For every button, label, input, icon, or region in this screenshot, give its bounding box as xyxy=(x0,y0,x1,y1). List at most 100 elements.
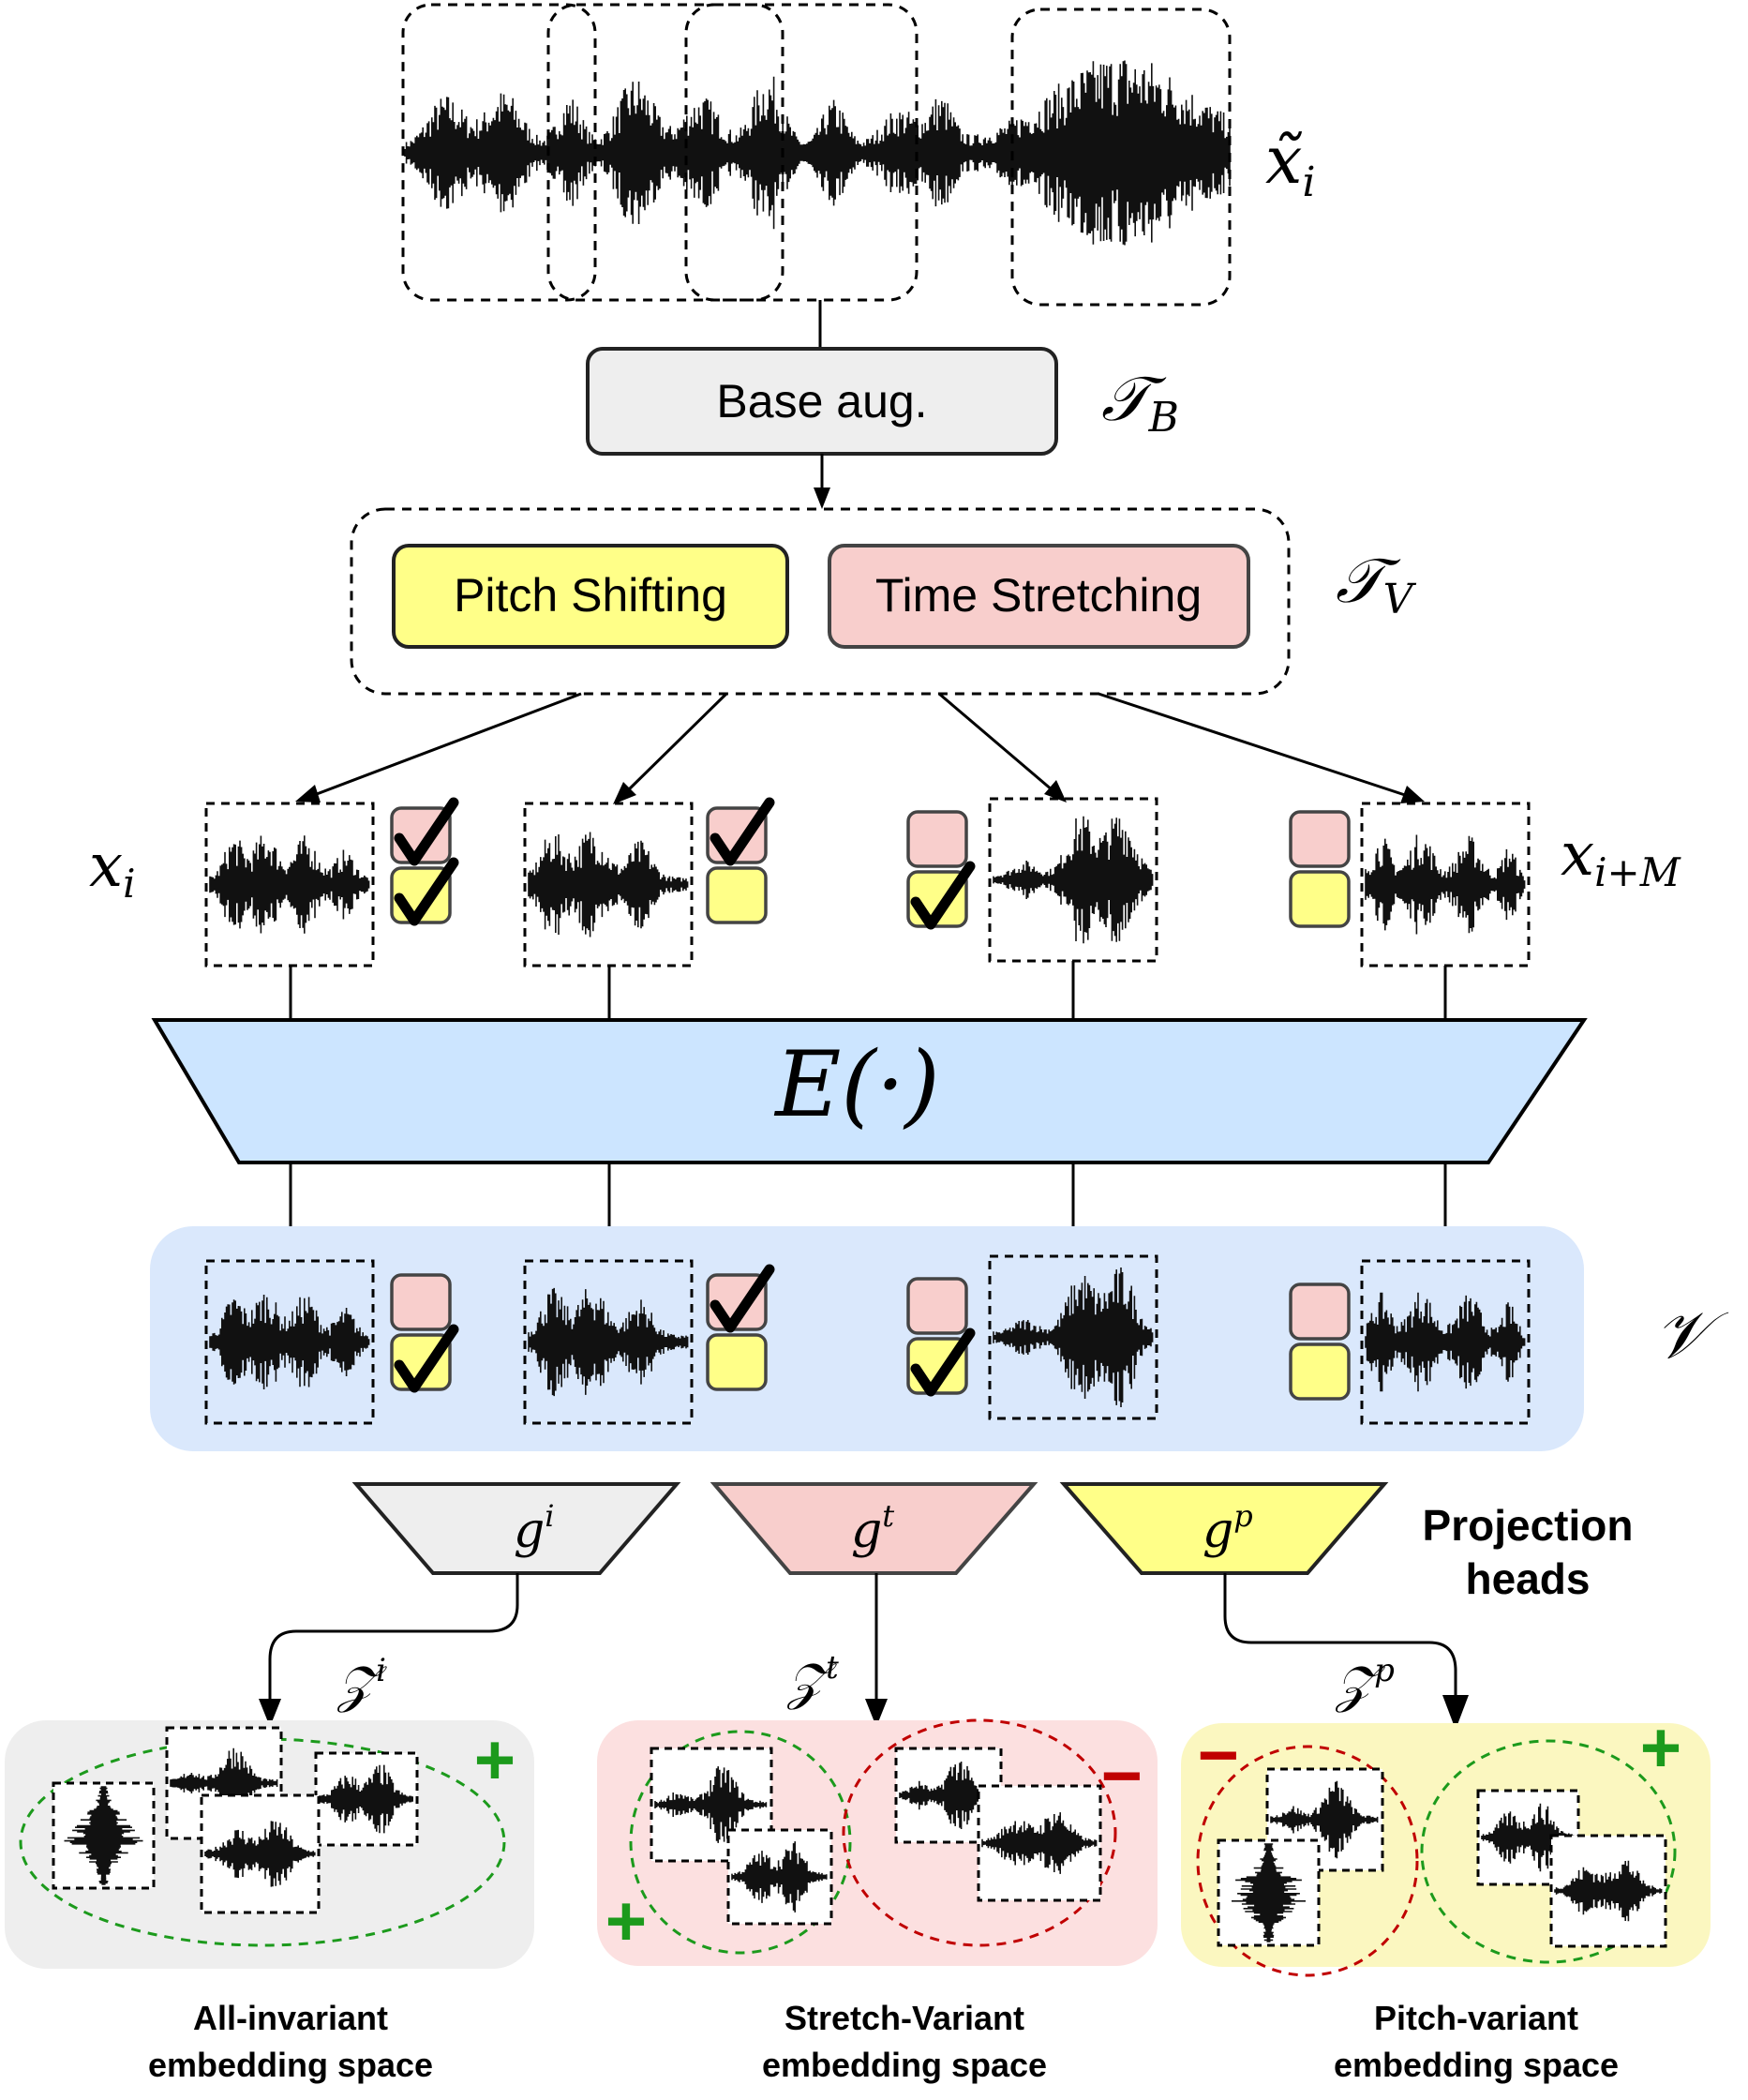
sample-frame xyxy=(52,1781,156,1890)
caption-invariant-line1: All-invariant xyxy=(193,1999,388,2037)
caption-pitch-line1: Pitch-variant xyxy=(1374,1999,1578,2037)
repr-4-frame xyxy=(1360,1259,1531,1425)
waveform-trace xyxy=(981,1812,1098,1874)
representation-set: 𝒱 xyxy=(150,1226,1729,1451)
repr-3-checkboxes xyxy=(906,1277,976,1397)
sample-frame xyxy=(200,1793,321,1914)
sample-frame xyxy=(1217,1838,1321,1947)
stretch-plus-sign: + xyxy=(605,1882,647,1961)
view-4 xyxy=(1289,802,1531,968)
stretch-minus-sign: − xyxy=(1101,1736,1143,1816)
repr-3-frame xyxy=(988,1254,1158,1420)
waveform-trace xyxy=(993,816,1154,944)
base-aug-operator: 𝒯B xyxy=(1101,363,1179,442)
base-aug-label: Base aug. xyxy=(716,375,927,428)
view-1-waveform xyxy=(209,835,370,934)
pitch-minus-sign: − xyxy=(1198,1716,1239,1795)
view-3-waveform xyxy=(993,816,1154,944)
view-label-left: xi xyxy=(89,832,136,907)
pitch-sample-2 xyxy=(1217,1838,1321,1947)
input-waveform xyxy=(404,60,1231,246)
stretch-sample-2 xyxy=(726,1828,833,1926)
time-stretching-box xyxy=(828,544,1250,649)
view-1-checkboxes xyxy=(390,797,459,926)
pitch-negative-cluster xyxy=(1196,1745,1419,1977)
inv-sample-3 xyxy=(314,1751,419,1847)
encoder-block: E(·) xyxy=(151,1018,1588,1164)
input-label: x̃i xyxy=(1265,122,1316,206)
waveform-trace xyxy=(993,1268,1154,1407)
arrowhead-stretch xyxy=(865,1699,888,1727)
checkbox xyxy=(390,1273,452,1331)
head-stretch-label: gt xyxy=(851,1498,894,1559)
caption-stretch-line2: embedding space xyxy=(762,2046,1047,2084)
view-label-right: xi+M xyxy=(1561,820,1681,895)
waveform-trace xyxy=(1365,1292,1526,1392)
repr-1-waveform xyxy=(209,1295,370,1389)
arrowhead-base-variant xyxy=(814,488,830,509)
check-mark-icon xyxy=(394,1324,459,1393)
repr-4-waveform xyxy=(1365,1292,1526,1392)
view-1 xyxy=(204,797,459,968)
waveform-trace xyxy=(209,1295,370,1389)
view-2 xyxy=(523,797,775,968)
crop-window-2 xyxy=(546,3,784,302)
checkbox xyxy=(1289,1282,1351,1341)
time-stretching-label: Time Stretching xyxy=(875,569,1202,622)
encoder-trapezoid xyxy=(151,1018,1588,1164)
space-captions: All-invariant embedding space Stretch-Va… xyxy=(148,1999,1619,2084)
pitch-shifting-label: Pitch Shifting xyxy=(454,569,727,622)
waveform-trace xyxy=(528,832,689,938)
waveform-trace xyxy=(1270,1780,1379,1859)
check-mark-icon xyxy=(710,797,775,866)
waveform-trace xyxy=(731,1841,828,1912)
crop-window-1 xyxy=(401,3,597,302)
variant-aug-operator: 𝒯V xyxy=(1336,545,1417,623)
repr-2-frame xyxy=(523,1259,694,1425)
repr-1-frame xyxy=(204,1259,375,1425)
sample-frame xyxy=(726,1828,833,1926)
check-mark-icon xyxy=(910,861,976,930)
encoder-label: E(·) xyxy=(773,1032,940,1137)
checkbox xyxy=(906,1277,968,1335)
stretch-sample-4 xyxy=(977,1784,1102,1902)
waveform-trace xyxy=(1554,1860,1663,1922)
head-invariant xyxy=(351,1482,681,1575)
crop-window-3 xyxy=(684,3,919,302)
representation-set-label: 𝒱 xyxy=(1654,1297,1729,1373)
representation-panel xyxy=(150,1226,1584,1451)
base-aug-block: Base aug. 𝒯B xyxy=(586,347,1179,456)
checkbox xyxy=(706,1333,768,1391)
arrowhead-invariant xyxy=(259,1699,281,1727)
invariant-plus-sign: + xyxy=(474,1720,515,1800)
pitch-plus-sign: + xyxy=(1640,1708,1681,1788)
waveform-trace xyxy=(1232,1843,1306,1942)
check-mark-icon xyxy=(710,1264,775,1333)
checkbox xyxy=(1289,1342,1351,1401)
check-mark-icon xyxy=(910,1328,976,1397)
view-3 xyxy=(906,797,1158,963)
pitch-space: − + xyxy=(1181,1708,1711,1977)
input-waveform-group: x̃i xyxy=(401,3,1316,307)
crop-window-4 xyxy=(1010,8,1232,307)
repr-1-checkboxes xyxy=(390,1273,459,1393)
caption-invariant-line2: embedding space xyxy=(148,2046,433,2084)
repr-2-waveform xyxy=(528,1287,689,1397)
caption-stretch-line1: Stretch-Variant xyxy=(784,1999,1024,2037)
check-mark-icon xyxy=(394,797,459,866)
waveform-trace xyxy=(64,1786,143,1885)
view-4-waveform xyxy=(1365,834,1526,935)
variant-aug-block: Pitch Shifting Time Stretching 𝒯V xyxy=(350,507,1417,696)
checkbox xyxy=(1289,870,1351,928)
sample-frame xyxy=(650,1747,773,1863)
waveform-trace xyxy=(209,835,370,934)
waveform-trace xyxy=(404,60,1231,246)
waveform-trace xyxy=(654,1766,768,1843)
sample-frame xyxy=(314,1751,419,1847)
pitch-positive-cluster xyxy=(1420,1739,1677,1964)
variant-aug-container xyxy=(350,507,1291,696)
waveform-trace xyxy=(528,1287,689,1397)
view-encoder-connectors xyxy=(289,961,1447,1020)
